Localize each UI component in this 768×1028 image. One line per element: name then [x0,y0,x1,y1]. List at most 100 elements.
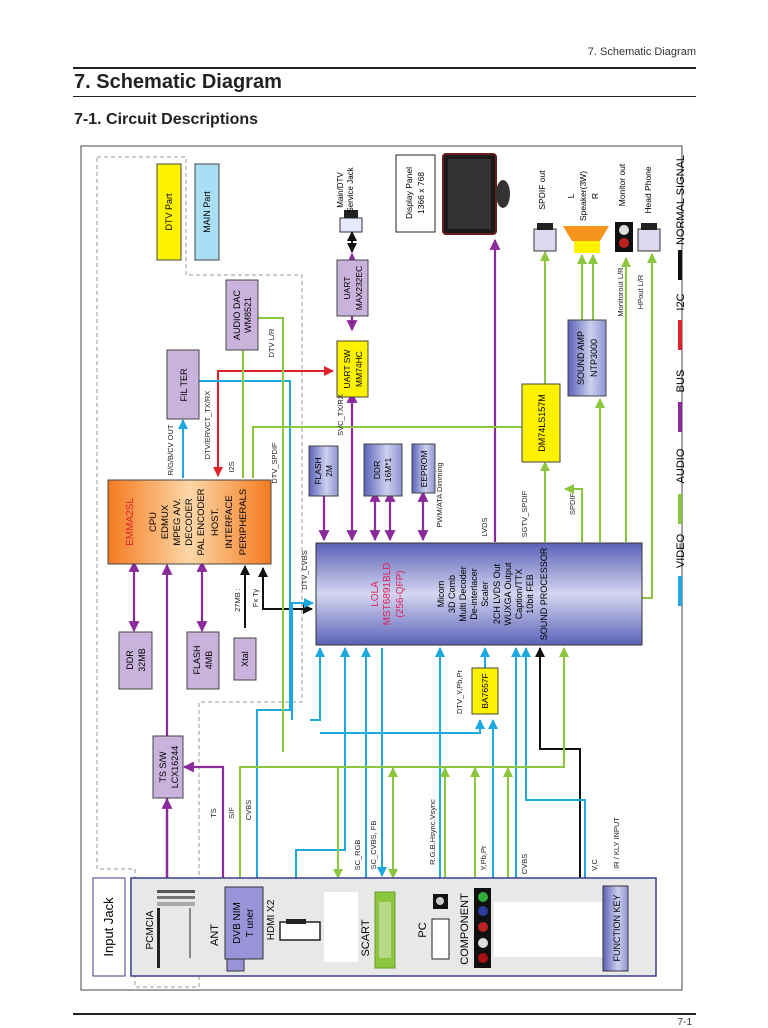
blank-panel-a [324,892,358,962]
pc-label: PC [417,922,429,937]
hdmi-label: HDMI X2 [266,899,277,940]
svg-text:NORMAL SIGNAL: NORMAL SIGNAL [675,155,687,245]
svg-text:Scaler: Scaler [480,581,490,607]
label-lvds: LVDS [480,517,489,536]
svg-text:MAX232EC: MAX232EC [354,266,364,310]
svg-text:Service Jack: Service Jack [346,166,355,212]
dtv-part-key: DTV Part [156,163,182,261]
svg-text:AUDIO: AUDIO [675,448,687,483]
label-fx-ty: Fx Ty [251,589,260,607]
legend: NORMAL SIGNAL I2C BUS AUDIO VIDEO [675,155,687,606]
svg-text:TS S/W: TS S/W [158,751,168,783]
svg-text:(256-QFP): (256-QFP) [395,570,406,617]
page-title: 7. Schematic Diagram [74,71,282,93]
legend-normal-signal: NORMAL SIGNAL [675,155,687,280]
svg-text:PCMCIA: PCMCIA [145,910,156,949]
display-panel-icon [442,153,510,235]
dvb-tuner-block: DVB NIM T uner [224,886,264,972]
main-part-key: MAIN Part [194,163,220,261]
legend-video: VIDEO [675,533,687,606]
label-hpout-lr: HPout L/R [636,274,645,309]
svg-text:De-interlacer: De-interlacer [469,568,479,620]
flash-4mb-block: FLASH 4MB [186,631,220,690]
svg-text:Input Jack: Input Jack [101,897,116,957]
spdif-line [564,484,583,542]
svg-text:AUDIO DAC: AUDIO DAC [232,290,242,341]
svg-text:L: L [566,193,576,198]
dm74-block: DM74LS157M [521,383,561,463]
monitor-out-jack: Monitor out [615,163,633,252]
label-sc-rgb: SC_RGB [353,840,362,871]
label-dtv-spdif: DTV_SPDIF [270,442,279,484]
function-key-block: FUNCTION KEY [602,885,629,972]
svg-text:DECODER: DECODER [184,498,195,546]
video-link-b [320,647,445,734]
svg-text:3D Comb: 3D Comb [447,575,457,613]
label-monitor-lr: Monitorout L/R [616,267,625,317]
svg-text:FLASH: FLASH [192,645,202,674]
svg-text:MM74HC: MM74HC [354,351,364,387]
label-rgb-hv: R.G.B.Hsync.Vsync [428,799,437,865]
hdmi-port-icon [279,919,321,941]
uart-sw-block: UART SW MM74HC [336,340,369,398]
svg-text:WM8521: WM8521 [243,297,253,333]
svg-text:T uner: T uner [245,908,256,937]
svg-text:MST6891BLD: MST6891BLD [382,563,393,626]
label-dtv-tx-rx: DTV/ERVCT_TX/RX [203,391,212,460]
svg-text:MAIN Part: MAIN Part [202,191,212,233]
label-pwm: PWM/ATA Dimming [435,462,444,527]
svg-text:10bit FEB: 10bit FEB [525,574,535,614]
cpu-emma2sl-block: EMMA2SL CPU EDMUX MPEG A/V. DECODER PAL … [107,479,272,565]
ts-sw-block: TS S/W LCX16244 [152,735,184,799]
svg-text:INTERFACE: INTERFACE [224,495,235,548]
ir-kly-line [535,647,581,878]
ts-line [182,761,225,878]
scart-connector-icon [374,891,396,969]
label-ypbpr: Y,Pb,Pr [479,845,488,870]
svg-text:4MB: 4MB [204,651,214,670]
blank-panel-b [494,902,608,957]
sc-rgb-line [295,647,350,878]
svg-text:16M*1: 16M*1 [383,457,393,482]
lola-block: LOLA MST6891BLD (256-QFP) Micom 3D Comb … [315,542,643,646]
svg-text:WUXGA Output: WUXGA Output [503,562,513,626]
filter-block: FIL TER [166,349,200,420]
dtv-region-outline [96,156,303,988]
legend-i2c: I2C [675,293,687,350]
label-ir-kly: IR / KLY INPUT [612,817,621,869]
svg-text:VIDEO: VIDEO [675,533,687,568]
svg-text:Caption/TTX: Caption/TTX [514,569,524,620]
footer-rule [73,1013,696,1015]
svg-text:FUNCTION KEY: FUNCTION KEY [612,894,622,961]
svg-text:DVB NIM: DVB NIM [232,902,243,944]
svg-text:CPU: CPU [148,512,159,532]
svg-text:DDR: DDR [125,650,135,670]
svg-text:Micom: Micom [436,581,446,608]
svg-text:2M: 2M [324,465,334,477]
svg-text:EMMA2SL: EMMA2SL [125,498,136,546]
flash-2m-block: FLASH 2M [308,445,339,497]
svg-text:EEPROM: EEPROM [419,451,429,488]
svg-text:BUS: BUS [675,370,687,393]
label-dtv-lr: DTV L/R [267,328,276,357]
svg-text:FIL TER: FIL TER [179,368,189,402]
pc-port-icon [431,894,450,960]
component-jacks-icon [474,888,491,968]
cvbs-sif-line [239,647,569,878]
label-sif: SIF [227,807,236,819]
page-number: 7-1 [677,1017,692,1028]
svg-text:EDMUX: EDMUX [160,504,171,539]
svg-text:Speaker(3W): Speaker(3W) [578,171,588,221]
signal-labels: R/G/B/CV OUT DTV/ERVCT_TX/RX I2S DTV_SPD… [166,267,645,874]
svg-text:PERIPHERALS: PERIPHERALS [238,489,249,556]
dtv-cvbs-line [291,598,314,720]
svg-text:UART SW: UART SW [342,350,352,389]
svg-text:Display Panel: Display Panel [404,167,414,219]
svg-text:MPEG A/V.: MPEG A/V. [172,498,183,545]
hp-out-line [640,253,657,599]
dtv-ypbpr-line [320,719,485,734]
header-rule [73,67,696,69]
label-ts: TS [209,808,218,818]
label-spdif: SPDIF [568,493,577,516]
